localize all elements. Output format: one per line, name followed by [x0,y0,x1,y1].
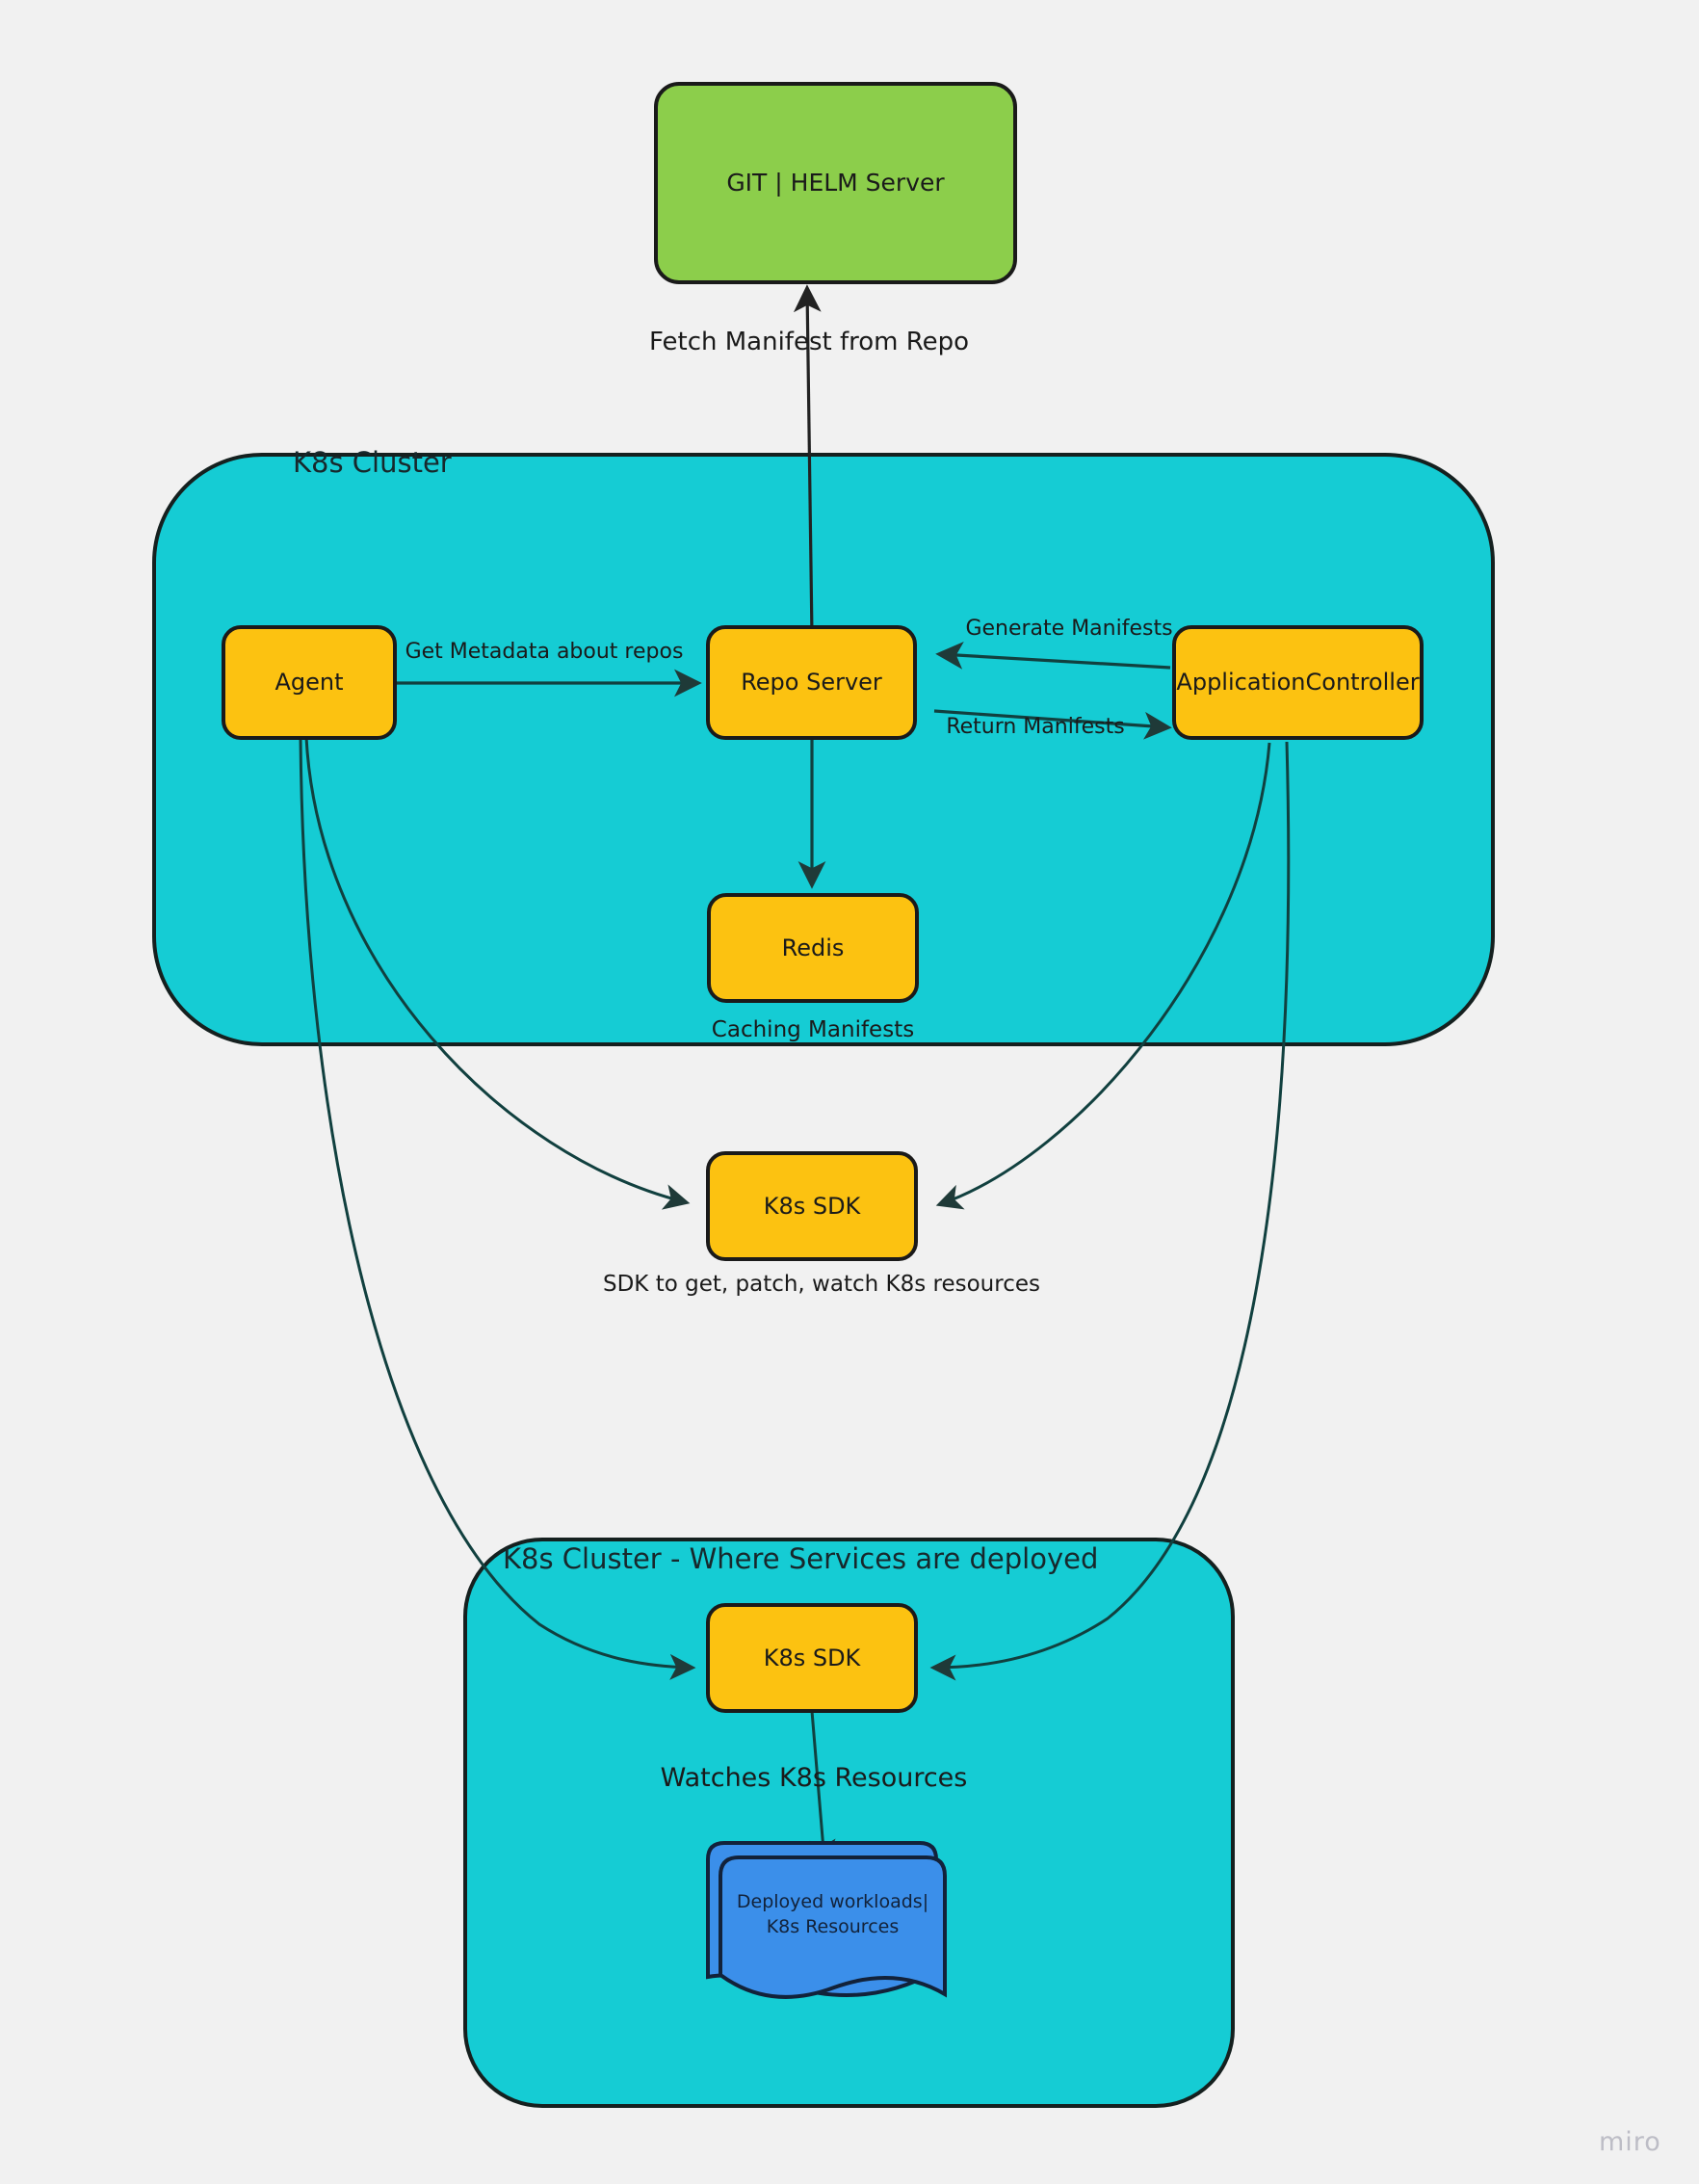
edge-appcontroller-to-k8s-sdk-upper [935,742,1271,1210]
edge-label-generate-manifests: Generate Manifests [965,617,1173,641]
caption-sdk-description: SDK to get, patch, watch K8s resources [603,1272,1040,1297]
group-k8s-cluster [152,453,1495,1046]
node-agent[interactable] [222,625,397,740]
edge-watches-k8s-resources [809,1710,836,1866]
edge-label-get-metadata: Get Metadata about repos [405,640,684,664]
node-repo-server[interactable] [706,625,917,740]
node-k8s-sdk-lower[interactable] [706,1603,918,1713]
group-title-k8s-cluster-services: K8s Cluster - Where Services are deploye… [503,1542,1099,1575]
node-application-controller[interactable] [1172,625,1424,740]
miro-watermark: miro [1599,2127,1661,2157]
node-redis[interactable] [707,893,919,1003]
caption-caching-manifests: Caching Manifests [711,1017,915,1042]
edge-label-watches-k8s-resources: Watches K8s Resources [660,1763,968,1793]
edge-fetch-manifest [793,284,822,637]
edge-label-fetch-manifest: Fetch Manifest from Repo [648,328,970,356]
group-k8s-cluster-services [463,1538,1235,2108]
edge-agent-to-k8s-sdk-upper [304,736,691,1210]
edge-label-return-manifests: Return Manifests [946,715,1125,739]
edge-agent-to-k8s-sdk-lower [299,737,696,1680]
edge-appcontroller-to-k8s-sdk-lower [929,741,1291,1681]
node-git-helm-server[interactable] [654,82,1017,284]
group-title-k8s-cluster: K8s Cluster [293,446,452,479]
node-deployed-workloads[interactable] [719,1855,947,1999]
node-k8s-sdk-upper[interactable] [706,1151,918,1261]
edge-generate-manifests [935,642,1171,670]
edge-return-manifests [933,709,1172,740]
